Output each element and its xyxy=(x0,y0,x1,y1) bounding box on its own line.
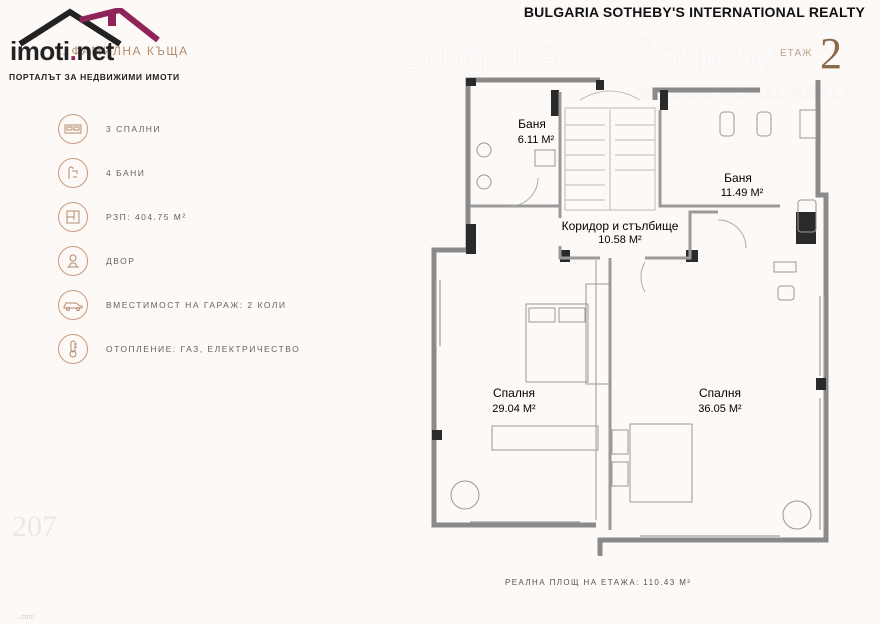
feature-label: РЗП: 404.75 М² xyxy=(106,212,187,222)
room-name-bath-1: Баня xyxy=(518,117,546,131)
feature-heating: ОТОПЛЕНИЕ: ГАЗ, ЕЛЕКТРИЧЕСТВО xyxy=(58,333,378,365)
feature-label: 3 СПАЛНИ xyxy=(106,124,162,134)
feature-label: ВМЕСТИМОСТ НА ГАРАЖ: 2 КОЛИ xyxy=(106,300,287,310)
feature-bathrooms: 4 БАНИ xyxy=(58,157,378,189)
room-name-corridor: Коридор и стълбище xyxy=(562,219,679,233)
house-type: …ФАМИЛНА КЪЩА xyxy=(58,44,189,58)
logo-name-tld: net xyxy=(76,36,114,66)
corridor-label-bg xyxy=(558,218,682,246)
feature-total-area: РЗП: 404.75 М² xyxy=(58,201,378,233)
logo-name-main: imoti xyxy=(10,36,70,66)
yard-icon xyxy=(58,246,88,276)
imoti-logo-text[interactable]: imoti.net xyxy=(10,36,114,67)
furniture xyxy=(450,109,817,530)
room-area-bath-1: 6.11 М² xyxy=(518,134,555,146)
feature-bedrooms: 3 СПАЛНИ xyxy=(58,113,378,145)
feature-label: ДВОР xyxy=(106,256,136,266)
room-name-bedroom-2: Спалня xyxy=(699,386,741,400)
structural-columns xyxy=(432,78,826,440)
feature-yard: ДВОР xyxy=(58,245,378,277)
floor-plan-icon xyxy=(58,202,88,232)
floor-area: РЕАЛНА ПЛОЩ НА ЕТАЖА: 110.43 М² xyxy=(505,578,692,587)
car-icon xyxy=(58,290,88,320)
imoti-logo-house-icon xyxy=(18,8,160,47)
bed-icon xyxy=(58,114,88,144)
room-area-bedroom-2: 36.05 М² xyxy=(698,403,742,415)
agency-name: BULGARIA SOTHEBY'S INTERNATIONAL REALTY xyxy=(523,4,865,20)
feature-label: ОТОПЛЕНИЕ: ГАЗ, ЕЛЕКТРИЧЕСТВО xyxy=(106,344,301,354)
feature-garage: ВМЕСТИМОСТ НА ГАРАЖ: 2 КОЛИ xyxy=(58,289,378,321)
room-name-bath-2: Баня xyxy=(724,171,752,185)
stair xyxy=(564,90,656,211)
logo-name-dot: . xyxy=(69,36,77,66)
floor-number: 2 xyxy=(820,29,842,78)
interior-walls xyxy=(470,92,780,530)
bath-icon xyxy=(58,158,88,188)
windows xyxy=(435,280,825,537)
corner-watermark: 207 xyxy=(12,510,57,543)
floor-plan: Баня 6.11 М² Баня 11.49 М² Коридор и стъ… xyxy=(431,77,829,556)
watermark-bulgaria: Bulgaria xyxy=(398,32,561,79)
room-name-bedroom-1: Спалня xyxy=(493,386,535,400)
door-swings xyxy=(509,177,747,293)
watermark-sothebys: Sotheby's xyxy=(630,29,807,80)
floor-prefix: ЕТАЖ xyxy=(780,48,813,59)
logo-tagline: ПОРТАЛЪТ ЗА НЕДВИЖИМИ ИМОТИ xyxy=(9,72,180,82)
feature-label: 4 БАНИ xyxy=(106,168,146,178)
corner-url: …com xyxy=(14,614,35,621)
thermometer-icon xyxy=(58,334,88,364)
room-area-corridor: 10.58 М² xyxy=(598,234,642,246)
room-area-bath-2: 11.49 М² xyxy=(721,187,764,199)
room-area-bedroom-1: 29.04 М² xyxy=(492,403,536,415)
